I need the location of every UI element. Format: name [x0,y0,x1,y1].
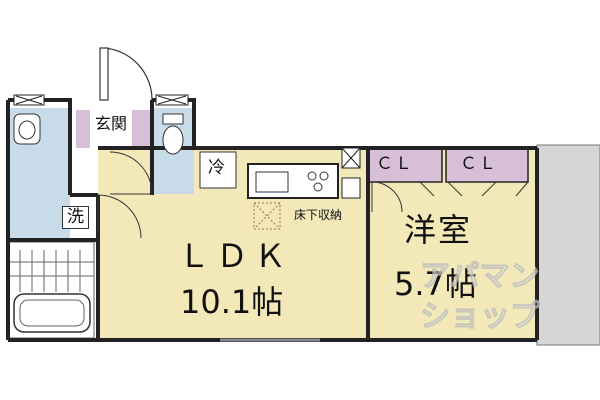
watermark-line1: アパマン [419,259,540,294]
ldk-size-label: 10.1帖 [180,283,284,321]
toilet-bowl [162,125,184,155]
cl-label-2: ＣＬ [460,154,498,174]
cl-label-1: ＣＬ [376,154,414,174]
wash-basin-bowl [18,120,36,140]
bathtub [13,293,91,333]
stove-burners [307,171,329,192]
toilet-tank [162,113,184,125]
shoe-box [132,110,150,148]
wall-hatches [13,94,361,199]
genkan-step [76,110,90,148]
fridge [199,151,237,189]
washroom-door [97,194,142,239]
genkan-label: 玄関 [95,114,128,133]
entrance-door [99,47,153,101]
balcony [536,144,600,346]
rei-label: 冷 [208,158,225,178]
yoshitsu-door [371,181,403,213]
ldk-name-label: ＬＤＫ [178,237,293,275]
wash-basin [13,113,41,145]
yoshitsu-size-label: 5.7帖 [394,265,477,303]
toilet-door [109,151,153,195]
kitchen-sink [255,171,289,193]
sentaku-label: 洗 [62,206,89,229]
watermark-line2: ショップ [420,299,541,334]
closet-doors [419,181,529,197]
floor-storage-hatch [253,202,281,230]
floor-storage-label: 床下収納 [294,208,343,222]
yoshitsu-name-label: 洋室 [404,211,473,249]
closet-2 [445,147,529,183]
bathtub-inner [19,299,85,327]
